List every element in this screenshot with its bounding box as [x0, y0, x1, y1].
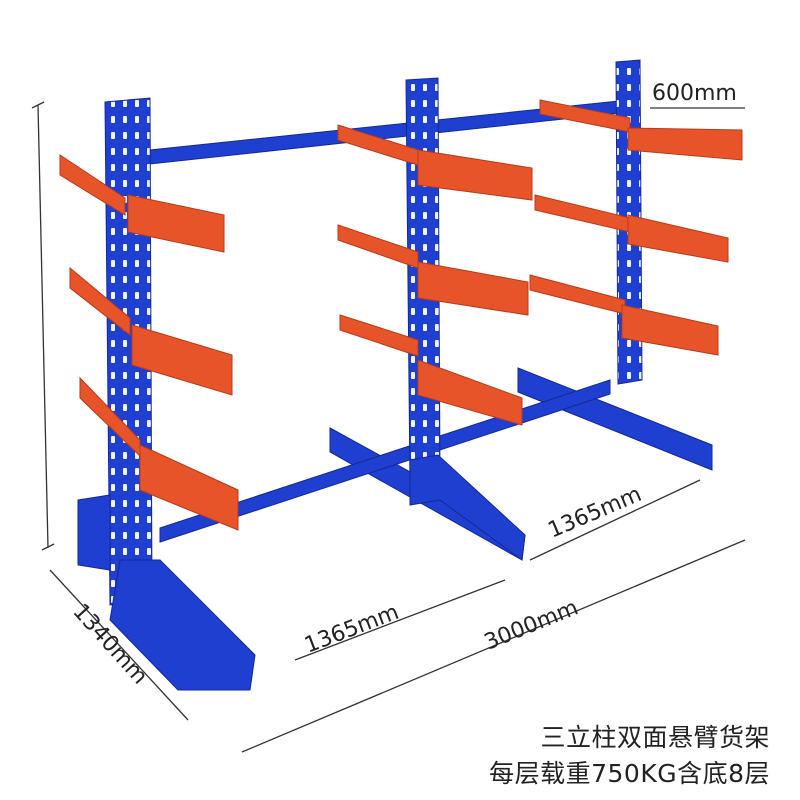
arms-middle	[337, 124, 533, 426]
dim-total-length: 3000mm	[481, 595, 582, 655]
dim-bay-left: 1365mm	[301, 600, 402, 659]
dim-arm-length: 600mm	[652, 81, 737, 106]
dimension-lines	[31, 101, 746, 753]
arms-left	[59, 154, 239, 531]
base-feet-middle	[409, 454, 526, 561]
caption-product-name: 三立柱双面悬臂货架	[540, 723, 770, 752]
caption-load-spec: 每层载重750KG含底8层	[489, 759, 770, 788]
base-feet-left	[77, 494, 256, 691]
arms-right	[529, 99, 743, 356]
